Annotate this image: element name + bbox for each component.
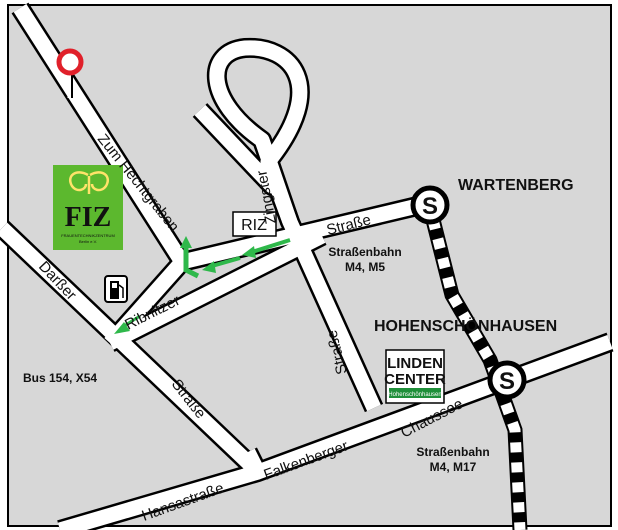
- gas-station-icon: [104, 275, 128, 303]
- tram-label-top-2: M4, M5: [345, 260, 385, 274]
- riz-sign: RIZ: [232, 211, 277, 237]
- linden-center-line1: LINDEN: [387, 355, 443, 372]
- fiz-subtitle-2: Berlin e.V.: [79, 239, 97, 244]
- fiz-logo: FIZ FRAUENTECHNIKZENTRUM Berlin e.V.: [53, 165, 123, 250]
- linden-center-logo: LINDEN CENTER Hohenschönhausen: [384, 349, 446, 404]
- route-arrows: [114, 236, 291, 334]
- sbahn-station-wartenberg: S: [410, 185, 450, 225]
- sbahn-icon: S: [422, 193, 438, 220]
- linden-center-line2: CENTER: [384, 371, 446, 388]
- linden-center-subtitle: Hohenschönhausen: [388, 392, 441, 398]
- tram-label-top-1: Straßenbahn: [328, 245, 401, 259]
- sbahn-station-hohenschoenhausen: S: [487, 360, 527, 400]
- tram-label-bottom-2: M4, M17: [430, 460, 477, 474]
- fiz-text: FIZ: [65, 202, 112, 233]
- sbahn-track: [420, 198, 528, 530]
- riz-sign-text: RIZ: [241, 217, 267, 234]
- sbahn-icon: S: [499, 368, 515, 395]
- no-entry-icon: [56, 48, 84, 98]
- area-label-hohenschoenhausen: HOHENSCHÖNHAUSEN: [374, 316, 557, 335]
- bus-label: Bus 154, X54: [23, 371, 97, 385]
- fiz-subtitle-1: FRAUENTECHNIKZENTRUM: [61, 233, 115, 238]
- area-label-wartenberg: WARTENBERG: [458, 177, 574, 194]
- tram-label-bottom-1: Straßenbahn: [416, 445, 489, 459]
